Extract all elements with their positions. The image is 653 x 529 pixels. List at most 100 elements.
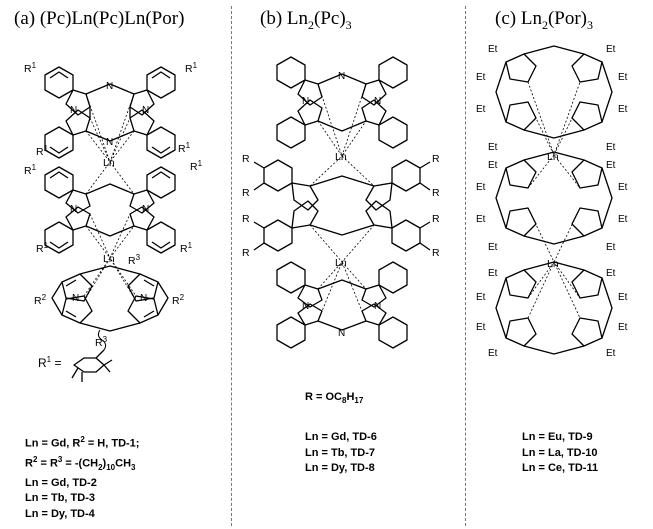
panel-a-n-mid-right: N <box>142 204 149 215</box>
panel-c-et-24: Et <box>606 348 616 359</box>
panel-b-pc-mid <box>263 159 421 252</box>
panel-c-et-12: Et <box>618 182 628 193</box>
divider-right <box>465 6 466 526</box>
panel-b-r-5: R <box>242 213 250 225</box>
panel-c-atom-labels: Ln Ln Et Et Et Et Et Et Et Et Et Et Et E… <box>476 44 628 359</box>
panel-a-legend-line4: Ln = Tb, TD-3 <box>25 492 95 504</box>
panel-c-et-7: Et <box>488 142 498 153</box>
panel-a-ln-lower: Ln <box>103 253 115 265</box>
panel-a-r1-7: R1 <box>36 241 49 255</box>
panel-c-et-14: Et <box>618 214 628 225</box>
panel-b-legend-line2: Ln = Tb, TD-7 <box>305 446 375 459</box>
panel-a-coordination <box>83 93 137 302</box>
panel-c-ln-lower: Ln <box>547 258 559 270</box>
panel-a-legend-line1: Ln = Gd, R2 = H, TD-1; <box>25 435 140 450</box>
panel-c-et-6: Et <box>618 104 628 115</box>
panel-b-legend-line3: Ln = Dy, TD-8 <box>305 462 375 474</box>
panel-b-ln-lower: Ln <box>335 257 347 269</box>
panel-b-n-bot-left: N <box>302 301 309 312</box>
panel-c-et-21: Et <box>476 322 486 333</box>
panel-a-r1-5: R1 <box>24 163 37 177</box>
panel-c-et-19: Et <box>476 292 486 303</box>
panel-b-r-4: R <box>432 187 440 199</box>
panel-a-r1-4: R1 <box>178 141 191 155</box>
panel-a-r1-6: R1 <box>190 159 203 173</box>
panel-a-r1-acetal <box>71 329 113 382</box>
panel-b-structure: N N N Ln Ln N N N R R R R R R R R <box>242 56 440 349</box>
panel-a-n-por-right: N <box>140 293 147 304</box>
panel-c-et-17: Et <box>488 268 498 279</box>
panel-c-et-11: Et <box>476 182 486 193</box>
panel-b-legend-line1: Ln = Gd, TD-6 <box>305 431 377 443</box>
panel-a-structure: N N N N Ln Ln N N N N R1 R1 R1 R1 R1 R1 … <box>24 61 203 382</box>
panel-b-atom-labels: N N N Ln Ln N N N R R R R R R R R <box>242 71 440 339</box>
panel-c-title-sub1: 2 <box>541 17 548 32</box>
panel-b-title: (b) Ln2(Pc)3 <box>260 8 352 33</box>
divider-left <box>231 6 232 526</box>
panel-c-por-bottom <box>495 261 613 355</box>
panel-b-n-bot-right: N <box>374 301 381 312</box>
panel-b-pc-top <box>276 56 408 149</box>
panel-a-n-bottom: N <box>106 137 113 148</box>
panel-a-n-left: N <box>70 105 77 116</box>
panel-b-r-8: R <box>432 247 440 259</box>
panel-a-pc-mid <box>44 166 176 254</box>
panel-a-atom-labels: N N N N Ln Ln N N N N R1 R1 R1 R1 R1 R1 … <box>24 61 203 349</box>
panel-b-n-right: N <box>374 96 381 107</box>
panel-b-legend: Ln = Gd, TD-6 Ln = Tb, TD-7 Ln = Dy, TD-… <box>305 430 377 477</box>
panel-c-por-top <box>495 45 613 139</box>
panel-a-n-mid-left: N <box>70 204 77 215</box>
panel-c-et-5: Et <box>476 104 486 115</box>
panel-a-title: (a) (Pc)Ln(Pc)Ln(Por) <box>14 8 184 30</box>
panel-c-coordination <box>527 81 581 319</box>
panel-c-et-4: Et <box>618 72 628 83</box>
panel-c-title-base: (c) Ln <box>495 8 542 29</box>
panel-b-n-left: N <box>302 96 309 107</box>
panel-a-r2-left: R2 <box>34 293 47 307</box>
panel-b-coordination <box>309 83 375 322</box>
panel-a-n-por-left: N <box>72 293 79 304</box>
panel-a-n-top: N <box>106 81 113 92</box>
panel-a-pc-top <box>44 66 176 159</box>
panel-c-et-20: Et <box>618 292 628 303</box>
panel-b-title-sub1: 2 <box>308 17 315 32</box>
panel-b-r-6: R <box>242 247 250 259</box>
panel-c-et-18: Et <box>606 268 616 279</box>
panel-b-title-sub2: 3 <box>345 17 352 32</box>
panel-b-title-mid: (Pc) <box>314 8 346 29</box>
panel-a-legend-line5: Ln = Dy, TD-4 <box>25 507 95 520</box>
panel-a-r3-top: R3 <box>128 253 141 267</box>
panel-b-r-1: R <box>242 153 250 165</box>
panel-c-legend-line1: Ln = Eu, TD-9 <box>522 431 593 443</box>
panel-b-n-top: N <box>338 71 345 82</box>
panel-c-et-23: Et <box>488 348 498 359</box>
panel-c-et-8: Et <box>606 142 616 153</box>
panel-b-n-bottom: N <box>338 328 345 339</box>
panel-a-legend: Ln = Gd, R2 = H, TD-1; R2 = R3 = -(CH2)1… <box>25 432 139 522</box>
panel-b-r-definition: R = OC8H17 <box>305 391 364 406</box>
panel-b-r-3: R <box>432 153 440 165</box>
panel-c-title-sub2: 3 <box>587 17 594 32</box>
panel-b-r-7: R <box>432 213 440 225</box>
panel-a-title-text: (a) (Pc)Ln(Pc)Ln(Por) <box>14 8 185 29</box>
panel-a-ln-upper: Ln <box>103 157 115 169</box>
panel-c-et-22: Et <box>618 322 628 333</box>
panel-c-et-9: Et <box>488 160 498 171</box>
panel-a-r1-definition: R1 = <box>38 355 62 370</box>
panel-c-et-1: Et <box>488 44 498 55</box>
panel-c-legend-line2: Ln = La, TD-10 <box>522 446 598 459</box>
panel-a-r1-1: R1 <box>24 61 37 75</box>
panel-a-legend-line2: R2 = R3 = -(CH2)10CH3 <box>25 455 136 472</box>
panel-c-legend: Ln = Eu, TD-9 Ln = La, TD-10 Ln = Ce, TD… <box>522 430 598 477</box>
panel-a-legend-line3: Ln = Gd, TD-2 <box>25 476 97 489</box>
panel-a-r1-8: R1 <box>180 241 193 255</box>
panel-c-et-15: Et <box>488 242 498 253</box>
panel-b-pc-bottom <box>276 261 408 349</box>
panel-c-title: (c) Ln2(Por)3 <box>495 8 593 33</box>
panel-c-et-13: Et <box>476 214 486 225</box>
panel-a-por <box>51 265 169 332</box>
panel-c-et-16: Et <box>606 242 616 253</box>
panel-c-ln-upper: Ln <box>547 151 559 163</box>
panel-a-r1-2: R1 <box>185 61 198 75</box>
panel-c-et-2: Et <box>606 44 616 55</box>
